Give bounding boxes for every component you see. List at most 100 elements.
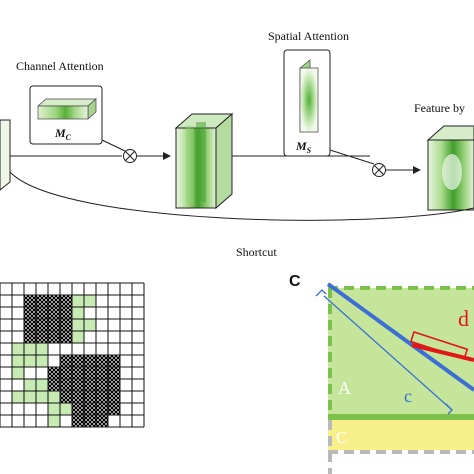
grid-cell-hatched: [96, 391, 108, 403]
region-c: [328, 420, 474, 450]
channel-attention-box: MC: [29, 85, 103, 145]
grid-cell-hatched: [96, 379, 108, 391]
arrow-mc-to-multiply1: [101, 139, 126, 152]
grid-cell: [108, 283, 120, 295]
panel-c: C d A c C: [289, 273, 474, 474]
grid-cell-green: [48, 391, 60, 403]
grid-cell: [36, 283, 48, 295]
grid-cell-hatched: [60, 379, 72, 391]
grid-cell-hatched: [108, 379, 120, 391]
grid-cell: [120, 307, 132, 319]
grid-cell: [108, 343, 120, 355]
blue-tick-bottom: [445, 403, 453, 415]
grid-cell: [108, 319, 120, 331]
grid-cell-hatched: [60, 307, 72, 319]
blue-tick-top: [315, 289, 327, 297]
grid-cell-green: [48, 415, 60, 427]
panel-c-label: C: [289, 273, 301, 290]
grid-cell: [132, 391, 144, 403]
grid-cell-green: [72, 307, 84, 319]
grid-cell-hatched: [108, 403, 120, 415]
grid-cell: [132, 331, 144, 343]
grid-cell-hatched: [36, 295, 48, 307]
grid-cell-hatched: [72, 355, 84, 367]
grid-cell-green: [24, 391, 36, 403]
grid-cell-hatched: [72, 367, 84, 379]
grid-cell: [96, 319, 108, 331]
grid-cell: [120, 379, 132, 391]
grid-cell: [108, 331, 120, 343]
grid-cell-hatched: [72, 403, 84, 415]
grid-cell: [36, 367, 48, 379]
grid-cell: [0, 415, 12, 427]
grid-cell-hatched: [60, 391, 72, 403]
grid-cell: [96, 295, 108, 307]
grid-cell-hatched: [84, 367, 96, 379]
grid-cell-green: [24, 379, 36, 391]
grid-cell-green: [36, 379, 48, 391]
feature-label: Feature by: [414, 101, 465, 115]
grid-cell-green: [72, 319, 84, 331]
grid-cell-green: [72, 331, 84, 343]
grid-cell-hatched: [96, 355, 108, 367]
grid-cell: [84, 283, 96, 295]
grid-cell-hatched: [84, 391, 96, 403]
input-feature-block: [0, 119, 11, 191]
grid-cell: [0, 355, 12, 367]
grid-cell-hatched: [108, 391, 120, 403]
grid-cell: [12, 403, 24, 415]
grid-cell-hatched: [60, 331, 72, 343]
grid-cell: [12, 331, 24, 343]
grid-cell: [0, 391, 12, 403]
grid-cell: [72, 283, 84, 295]
grid-cell: [120, 391, 132, 403]
grid-cell: [0, 379, 12, 391]
grid-cell-green: [12, 343, 24, 355]
grid-cell-hatched: [96, 415, 108, 427]
grid-cell: [0, 343, 12, 355]
spatial-attention-label: Spatial Attention: [268, 29, 349, 43]
grid-cell: [48, 355, 60, 367]
grid-cell: [0, 295, 12, 307]
grid-cell: [0, 403, 12, 415]
grid-cell: [120, 415, 132, 427]
shortcut-path: [9, 171, 474, 221]
refined-feature-cube: [174, 112, 234, 210]
region-a: [328, 288, 474, 414]
grid-cell: [96, 343, 108, 355]
grid-cell: [96, 283, 108, 295]
grid-cell: [0, 319, 12, 331]
grid-lines: [0, 282, 145, 428]
grid-cell: [132, 283, 144, 295]
grid-cell: [132, 343, 144, 355]
grid-cell-green: [24, 355, 36, 367]
grid-cell: [60, 415, 72, 427]
grid-cell-hatched: [84, 415, 96, 427]
grid-cell: [84, 307, 96, 319]
grid-cell: [108, 295, 120, 307]
red-box: [409, 330, 469, 360]
grid-cell: [120, 403, 132, 415]
grid-cell: [132, 367, 144, 379]
grid-cell-green: [48, 403, 60, 415]
grid-cell: [120, 343, 132, 355]
blue-offset-line: [323, 295, 453, 411]
grid-cell: [0, 307, 12, 319]
grid-panel: [0, 282, 145, 428]
grid-cell-hatched: [48, 295, 60, 307]
grid-cell: [24, 415, 36, 427]
grid-cell: [12, 319, 24, 331]
grid-cell: [12, 295, 24, 307]
grid-cell: [84, 331, 96, 343]
grid-cell: [84, 343, 96, 355]
grid-cell-green: [12, 391, 24, 403]
grid-cell-hatched: [48, 331, 60, 343]
grid-cell-green: [12, 367, 24, 379]
grid-cell-hatched: [36, 331, 48, 343]
grid-cell: [132, 379, 144, 391]
grid-cell-green: [24, 343, 36, 355]
label-a: A: [338, 378, 351, 398]
grid-cell: [48, 283, 60, 295]
grid-cell-hatched: [24, 331, 36, 343]
grid-cell-hatched: [108, 367, 120, 379]
